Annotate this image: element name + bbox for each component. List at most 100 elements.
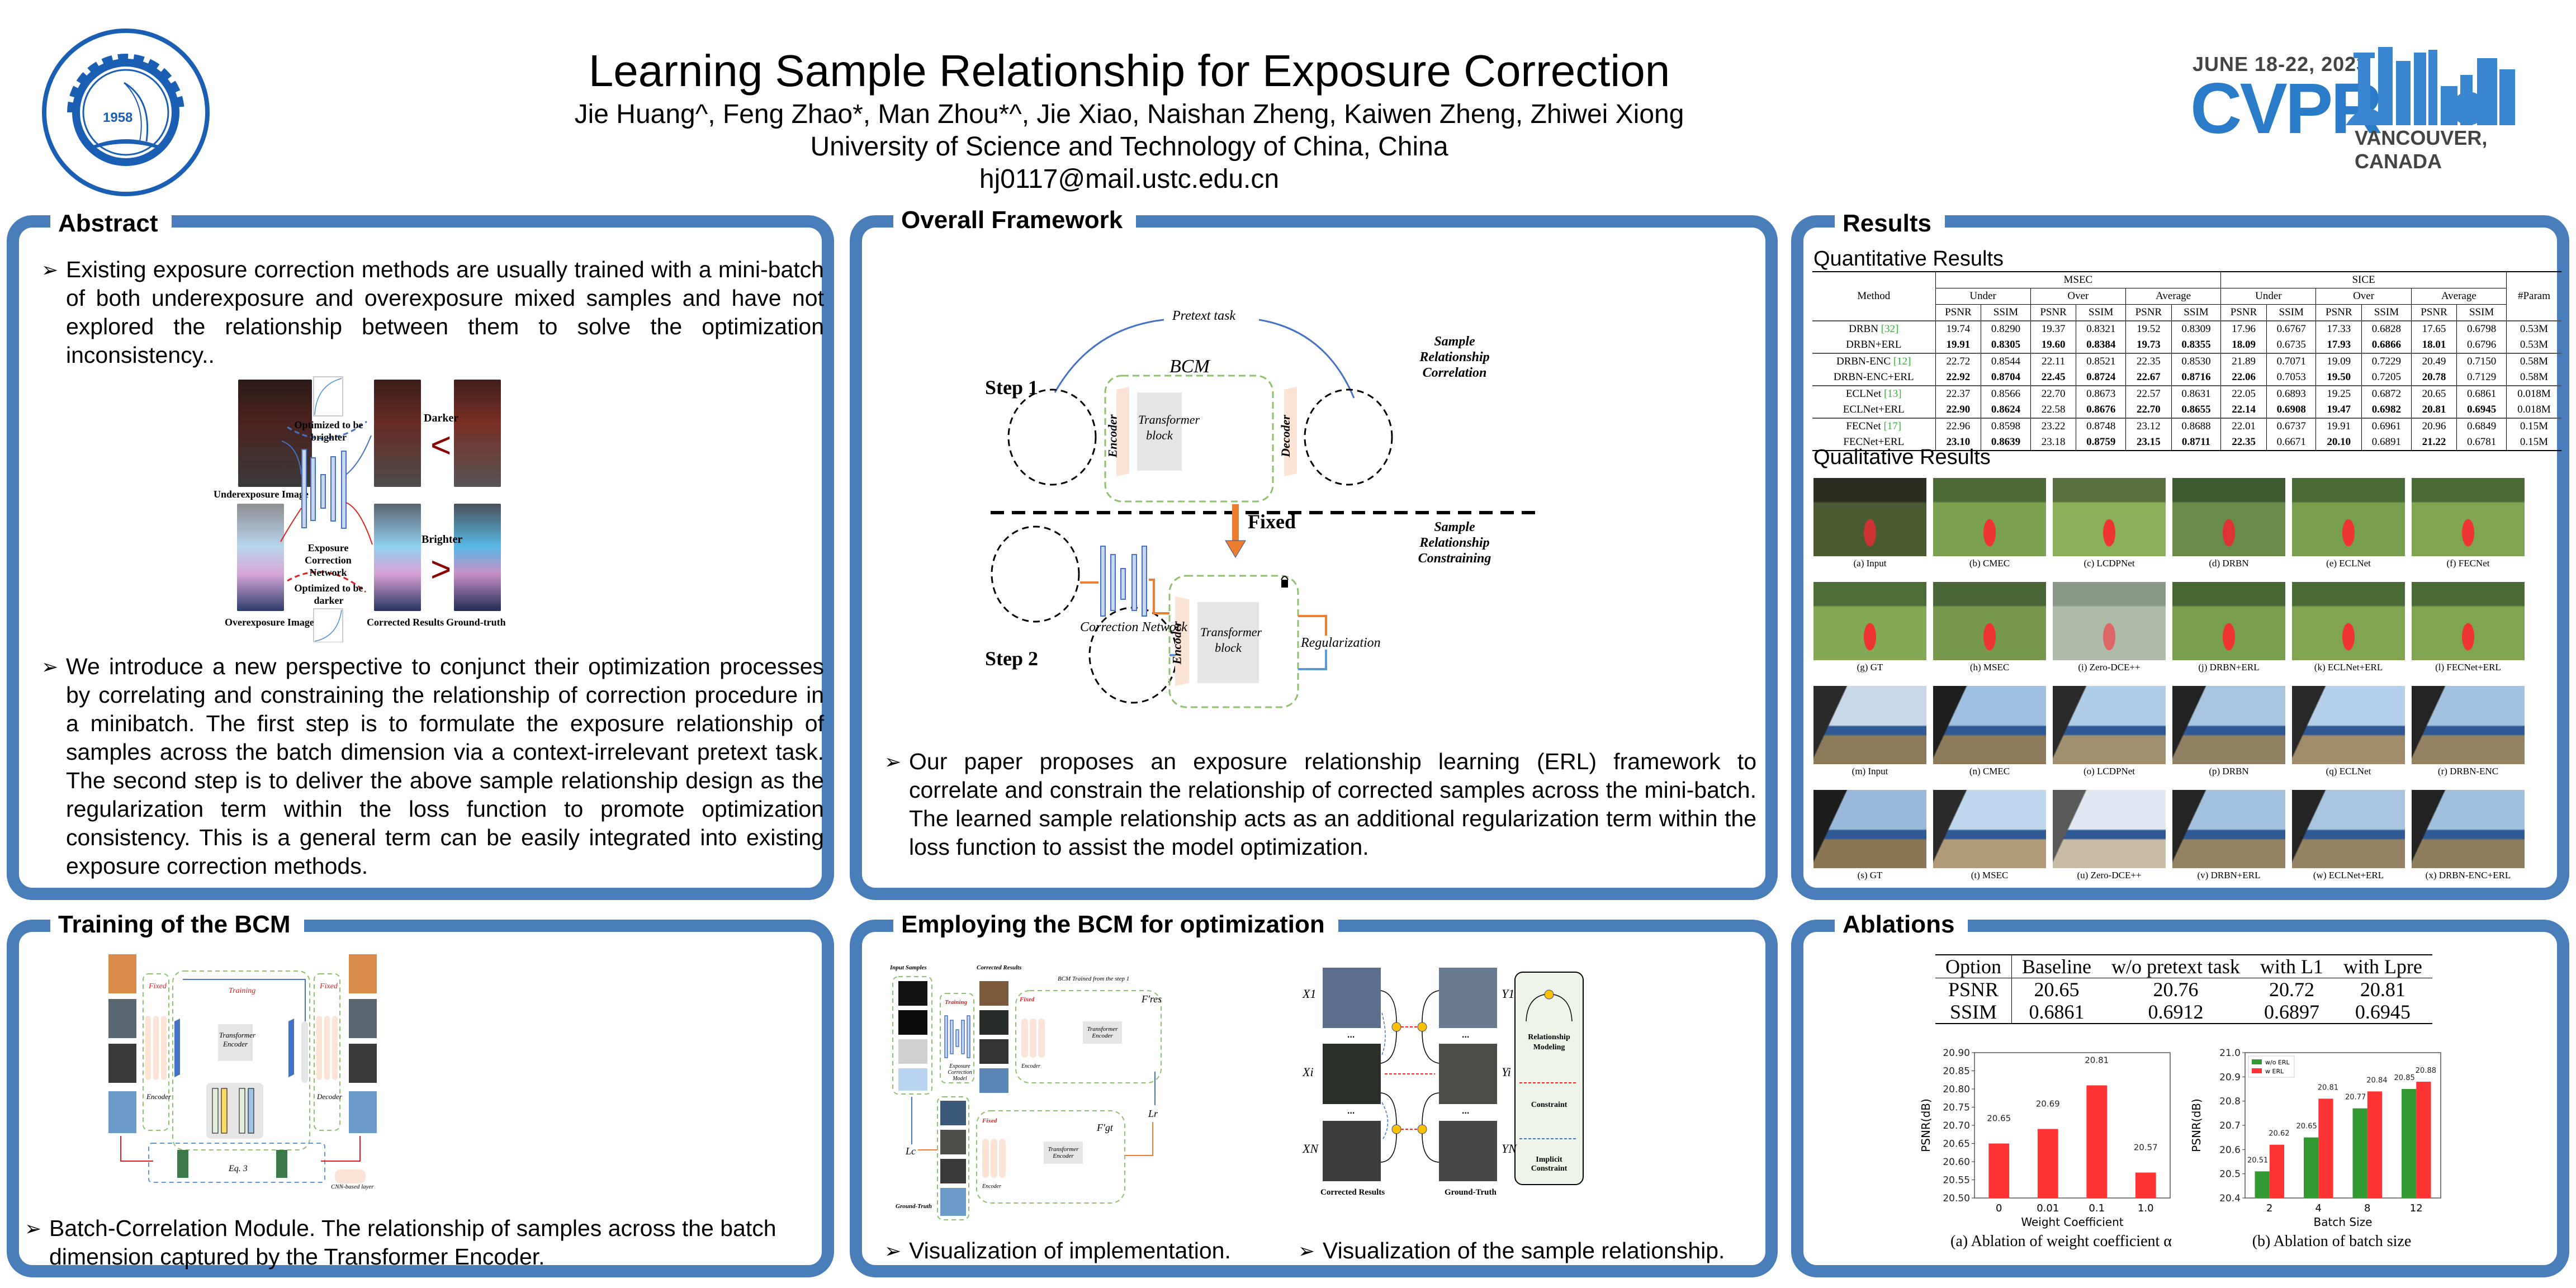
value-cell: 19.37 (2030, 321, 2077, 337)
corrected-label: Corrected Results (367, 617, 444, 628)
qualitative-caption: (m) Input (1852, 766, 1888, 776)
affiliation: University of Science and Technology of … (810, 132, 1448, 162)
darker-label: Darker (424, 412, 459, 424)
value-cell: 20.49 (2411, 353, 2457, 370)
value-cell: 22.58 (2030, 402, 2077, 418)
employing-bullet-left: ➢ Visualization of implementation. (884, 1237, 1276, 1265)
qualitative-caption: (d) DRBN (2209, 558, 2249, 569)
y-tick-label: 20.6 (2219, 1144, 2241, 1156)
results-title: Results (1835, 209, 1945, 239)
y1-label: Y1 (1502, 987, 1515, 1001)
corrected-over-image (374, 504, 421, 611)
value-cell: 0.6982 (2361, 402, 2412, 418)
qualitative-caption: (o) LCDPNet (2083, 766, 2135, 776)
value-cell: 0.8759 (2076, 434, 2126, 451)
bar (2402, 1089, 2417, 1198)
authors: Jie Huang^, Feng Zhao*, Man Zhou*^, Jie … (574, 100, 1684, 129)
framework-panel: Overall Framework (850, 205, 1778, 900)
yi-label: Yi (1502, 1065, 1511, 1079)
data-label: 20.77 (2345, 1093, 2366, 1102)
ablation-header: w/o pretext task (2111, 955, 2240, 978)
param-cell: 0.018M (2517, 404, 2551, 415)
qualitative-caption: (x) DRBN-ENC+ERL (2425, 870, 2511, 880)
bullet-arrow-icon: ➢ (41, 655, 59, 678)
ablation-value: 20.76 (2153, 978, 2199, 1001)
chart-caption: (b) Ablation of batch size (2252, 1233, 2412, 1250)
ground-truth-label-2: Ground-Truth (1445, 1188, 1497, 1197)
abstract-bullet-1: ➢ Existing exposure correction methods a… (41, 255, 824, 370)
x-tick-label: 4 (2315, 1202, 2322, 1214)
value-cell: 22.35 (2220, 434, 2267, 451)
value-cell: 22.90 (1935, 402, 1982, 418)
param-cell: 0.018M (2517, 388, 2551, 400)
abstract-panel: Abstract ➢ Existing exposure correction … (7, 209, 834, 900)
legend-implicit: Implicit Constraint (1531, 1156, 1568, 1173)
ablation-value: 0.6861 (2029, 1001, 2085, 1023)
logo-year: 1958 (103, 110, 132, 125)
encoder-label-4: Encoder (982, 1183, 1001, 1190)
method-cell: DRBN-ENC+ERL (1812, 370, 1936, 386)
qualitative-title: Qualitative Results (1813, 446, 1991, 469)
method-cell: DRBN-ENC [12] (1812, 353, 1936, 370)
xn-label: XN (1303, 1142, 1319, 1156)
y-tick-label: 20.50 (1943, 1193, 1970, 1204)
qualitative-image (1933, 686, 2046, 764)
y-tick-label: 20.85 (1943, 1066, 1970, 1077)
y-tick-label: 20.55 (1943, 1175, 1970, 1186)
value-cell: 0.8748 (2076, 418, 2126, 434)
training-label-2: Training (945, 999, 967, 1006)
metric-header: SSIM (2456, 304, 2507, 321)
x-axis-label: Weight Coefficient (2021, 1215, 2123, 1229)
qualitative-caption: (b) CMEC (1969, 558, 2010, 569)
data-label: 20.57 (2134, 1143, 2158, 1153)
qualitative-caption: (w) ECLNet+ERL (2313, 870, 2384, 880)
value-cell: 19.74 (1935, 321, 1982, 337)
value-cell: 22.70 (2125, 402, 2172, 418)
value-cell: 19.50 (2315, 370, 2362, 386)
value-cell: 22.96 (1935, 418, 1982, 434)
method-cell: FECNet+ERL (1812, 434, 1936, 451)
x-tick-label: 0.01 (2037, 1202, 2059, 1214)
param-header: #Param (2506, 272, 2561, 321)
x-axis-label: Batch Size (2314, 1215, 2373, 1229)
qualitative-image (1813, 790, 1926, 868)
underexposure-label: Underexposure Image (214, 489, 309, 500)
legend-label: w ERL (2265, 1068, 2284, 1075)
method-cell: DRBN [32] (1812, 321, 1936, 337)
cvpr-name: CVPR (2190, 69, 2383, 149)
value-cell: 0.8305 (1981, 337, 2031, 353)
relationship-diagram: X1 ... Xi ... XN Y1 ... Yi ... YN Correc… (1298, 954, 1756, 1211)
cnn-layer-label: CNN-based layer (331, 1183, 374, 1190)
training-diagram-lines (108, 954, 377, 1183)
optimized-brighter-label: Optimized to be brighter (294, 419, 363, 443)
data-label: 20.65 (2296, 1123, 2317, 1131)
step1-label: Step 1 (985, 376, 1039, 399)
constraining-label: Sample Relationship Constraining (1418, 520, 1491, 566)
decoder-label: Decoder (1278, 415, 1292, 457)
value-cell: 0.6893 (2266, 386, 2317, 402)
dots-4: ... (1462, 1106, 1470, 1116)
legend-swatch (2252, 1059, 2262, 1064)
transformer-encoder-label-3: Transformer Encoder (1048, 1146, 1079, 1159)
qualitative-image (2292, 686, 2405, 764)
pretext-task-label: Pretext task (1172, 309, 1236, 323)
bullet-arrow-icon: ➢ (884, 1239, 902, 1262)
bar (2367, 1091, 2382, 1198)
relationship-diagram-lines (1323, 968, 1584, 1185)
bcm-label: BCM (1169, 356, 1210, 377)
abstract-figure: Underexposure Image Overexposure Image O… (214, 374, 667, 642)
chart-caption: (a) Ablation of weight coefficient α (1950, 1233, 2172, 1250)
value-cell: 0.8321 (2076, 321, 2126, 337)
implementation-diagram: Input Samples Corrected Results BCM Trai… (884, 954, 1265, 1223)
value-cell: 0.8655 (2171, 402, 2222, 418)
bar (2086, 1085, 2108, 1198)
fixed-label-right: Fixed (320, 982, 338, 991)
data-label: 20.81 (2085, 1055, 2109, 1066)
value-cell: 19.25 (2315, 386, 2362, 402)
value-cell: 0.6861 (2456, 386, 2507, 402)
value-cell: 0.8384 (2076, 337, 2126, 353)
ablation-header: with Lpre (2343, 955, 2422, 978)
